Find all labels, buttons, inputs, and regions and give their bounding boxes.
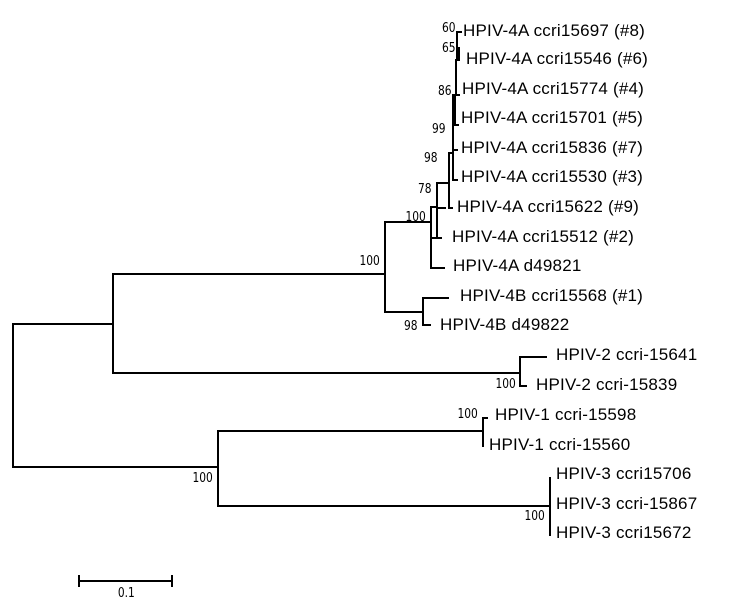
leaf-label: HPIV-2 ccri-15839 [536, 375, 678, 394]
bootstrap-value: 86 [438, 84, 452, 99]
bootstrap-value: 98 [404, 319, 418, 334]
leaf-label: HPIV-3 ccri-15867 [556, 494, 698, 513]
leaf-label: HPIV-4A ccri15622 (#9) [457, 197, 640, 216]
leaf-label: HPIV-3 ccri15672 [556, 523, 692, 542]
scale-bar-label: 0.1 [117, 586, 135, 601]
bootstrap-value: 60 [442, 21, 456, 36]
leaf-label: HPIV-4B d49822 [440, 315, 570, 334]
bootstrap-value: 100 [405, 210, 426, 225]
leaf-label: HPIV-4B ccri15568 (#1) [460, 286, 643, 305]
leaf-label: HPIV-1 ccri-15598 [495, 405, 637, 424]
bootstrap-value: 100 [192, 471, 213, 486]
leaf-label: HPIV-4A d49821 [453, 256, 582, 275]
leaf-label: HPIV-2 ccri-15641 [556, 345, 698, 364]
leaf-label: HPIV-4A ccri15697 (#8) [463, 21, 646, 40]
leaf-label: HPIV-4A ccri15836 (#7) [461, 138, 644, 157]
bootstrap-value: 98 [424, 151, 438, 166]
leaf-label: HPIV-4A ccri15530 (#3) [461, 167, 644, 186]
bootstrap-value: 100 [524, 509, 545, 524]
bootstrap-value: 100 [359, 254, 380, 269]
leaf-label: HPIV-4A ccri15774 (#4) [462, 79, 645, 98]
bootstrap-value: 100 [457, 407, 478, 422]
leaf-label: HPIV-4A ccri15512 (#2) [452, 227, 635, 246]
bootstrap-value: 65 [442, 41, 456, 56]
leaf-label: HPIV-4A ccri15546 (#6) [466, 49, 649, 68]
leaf-label: HPIV-4A ccri15701 (#5) [461, 108, 644, 127]
bootstrap-value: 100 [495, 377, 516, 392]
leaf-label: HPIV-1 ccri-15560 [489, 435, 631, 454]
bootstrap-value: 78 [418, 182, 432, 197]
leaf-label: HPIV-3 ccri15706 [556, 464, 692, 483]
bootstrap-value: 99 [432, 122, 446, 137]
